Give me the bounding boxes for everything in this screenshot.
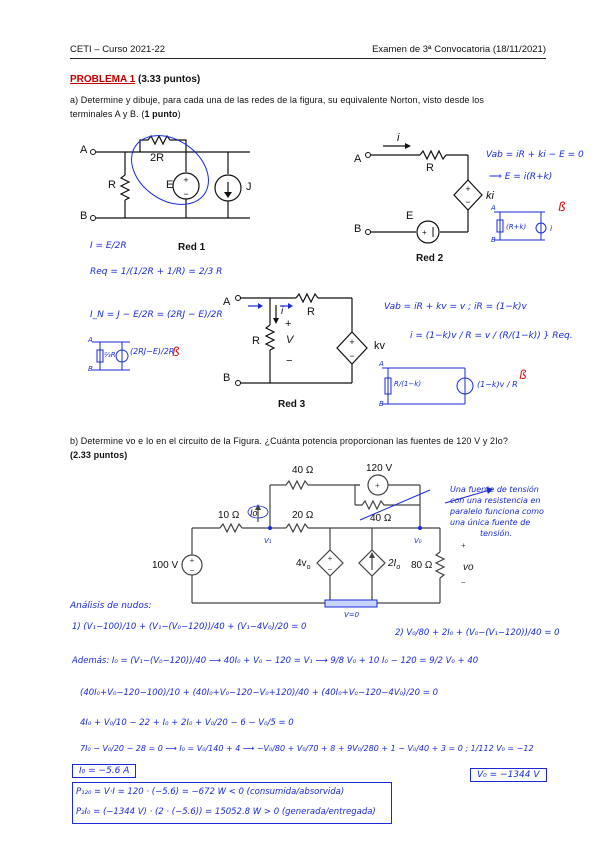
red1-label-2r: 2R bbox=[150, 152, 165, 164]
circuit-b-dep-4vo: 4vo bbox=[296, 558, 311, 571]
part-a-line1: a) Determine y dibuje, para cada una de … bbox=[70, 95, 484, 105]
red3-terminal-a: A bbox=[223, 296, 231, 308]
result-vo: V₀ = −1344 V bbox=[470, 768, 547, 782]
red3-hw-2: i = (1−k)v / R = v / (R/(1−k)) } Req. bbox=[410, 331, 573, 341]
svg-text:+: + bbox=[183, 175, 188, 185]
red1-label-r: R bbox=[108, 179, 116, 191]
svg-text:−: − bbox=[328, 565, 333, 574]
red1-label-e: E bbox=[166, 179, 174, 191]
ground-label: V=0 bbox=[344, 611, 360, 619]
part-b-text: b) Determine vo e Io en el circuito de l… bbox=[70, 434, 550, 462]
part-a-text: a) Determine y dibuje, para cada una de … bbox=[70, 93, 550, 121]
node-eq-1: 1) (V₁−100)/10 + (V₁−(V₀−120))/40 + (V₁−… bbox=[72, 622, 307, 632]
circuit-b-v120: 120 V bbox=[366, 463, 393, 474]
svg-text:−: − bbox=[349, 351, 354, 361]
node-v0-label: V₀ bbox=[414, 537, 422, 545]
red2-terminal-a: A bbox=[354, 153, 362, 165]
red1-norton-i: (2RJ−E)/2R bbox=[130, 347, 175, 356]
svg-text:−: − bbox=[190, 566, 195, 575]
svg-text:+: + bbox=[422, 228, 427, 237]
red2-terminal-b: B bbox=[354, 223, 362, 235]
red3-label-r1: R bbox=[307, 306, 315, 318]
red1-label-j: J bbox=[246, 181, 252, 193]
red2-norton-r: (R+k) bbox=[506, 223, 527, 231]
node-eq-4: 4I₀ + V₀/10 − 22 + I₀ + 2I₀ + V₀/20 − 6 … bbox=[80, 718, 294, 728]
red3-caption: Red 3 bbox=[278, 399, 306, 410]
part-a-line2: terminales A y B. (1 punto) bbox=[70, 109, 181, 119]
node-eq-5: 7I₀ − V₀/20 − 28 = 0 ⟶ I₀ = V₀/140 + 4 ⟶… bbox=[80, 744, 534, 753]
header-divider bbox=[70, 58, 546, 59]
node-ademas: Además: I₀ = (V₁−(V₀−120))/40 ⟶ 40I₀ + V… bbox=[72, 656, 479, 666]
red3-label-i: i bbox=[281, 306, 284, 317]
circuit-b-v100: 100 V bbox=[152, 560, 179, 571]
red2-label-ki: ki bbox=[486, 190, 494, 202]
red2-norton-i: i bbox=[550, 224, 553, 233]
circuit-b-io: Io bbox=[250, 508, 258, 518]
red2-hw-2: ⟹ E = i(R+k) bbox=[489, 172, 553, 182]
red1-hw-3: I_N = J − E/2R = (2RJ − E)/2R bbox=[90, 310, 223, 320]
header-left: CETI – Curso 2021-22 bbox=[70, 44, 166, 55]
red1-terminal-a: A bbox=[80, 144, 88, 156]
svg-text:+: + bbox=[349, 337, 354, 347]
node-eq-2: 2) V₀/80 + 2I₀ + (V₀−(V₁−120))/40 = 0 bbox=[395, 628, 560, 638]
red1-hw-1: I = E/2R bbox=[90, 241, 127, 251]
svg-text:−: − bbox=[465, 197, 470, 207]
red1-caption: Red 1 bbox=[178, 242, 206, 253]
svg-text:+: + bbox=[465, 184, 470, 194]
svg-text:+: + bbox=[328, 554, 333, 563]
red3-hw-1: Vab = iR + kv = v ; iR = (1−k)v bbox=[384, 302, 527, 312]
node-v1-label: V₁ bbox=[264, 537, 272, 545]
red2-label-r: R bbox=[426, 162, 434, 174]
problem-points: (3.33 puntos) bbox=[137, 74, 201, 85]
red1-terminal-b: B bbox=[80, 210, 88, 222]
svg-text:+: + bbox=[190, 556, 195, 565]
red1-hw-2: Req = 1/(1/2R + 1/R) = 2/3 R bbox=[90, 267, 223, 277]
circuit-b-vo: vo bbox=[463, 562, 474, 573]
result-io: I₀ = −5.6 A bbox=[72, 764, 137, 778]
part-b-points: (2.33 puntos) bbox=[70, 450, 128, 460]
power-results-box bbox=[72, 782, 392, 824]
circuit-b-r80: 80 Ω bbox=[411, 560, 433, 571]
red2-hw-1: Vab = iR + ki − E = 0 bbox=[486, 150, 584, 160]
svg-text:−: − bbox=[461, 578, 466, 587]
power-120v: P₁₂₀ = V·I = 120 · (−5.6) = −672 W < 0 (… bbox=[76, 787, 345, 797]
red2-caption: Red 2 bbox=[416, 253, 444, 264]
red3-norton-r: R/(1−k) bbox=[394, 380, 422, 388]
red3-label-v: V bbox=[286, 334, 294, 346]
circuit-b-r40-top: 40 Ω bbox=[292, 465, 314, 476]
circuit-b-dep-2io: 2Io bbox=[388, 558, 401, 571]
red2-label-e: E bbox=[406, 210, 414, 222]
node-eq-3: (40I₀+V₀−120−100)/10 + (40I₀+V₀−120−V₀+1… bbox=[80, 688, 438, 698]
red3-norton-i: (1−k)v / R bbox=[477, 380, 518, 389]
red3-plus: + bbox=[285, 318, 292, 330]
circuit-b-r20: 20 Ω bbox=[292, 510, 314, 521]
nodes-title: Análisis de nudos: bbox=[70, 601, 152, 611]
svg-text:+: + bbox=[461, 541, 466, 550]
red3-label-r2: R bbox=[252, 335, 260, 347]
side-note: Una fuente de tensión con una resistenci… bbox=[450, 485, 544, 538]
red1-current-arrow bbox=[224, 192, 232, 198]
circuit-b-r40-mid: 40 Ω bbox=[370, 513, 392, 524]
power-2io: P₂I₀ = (−1344 V) · (2 · (−5.6)) = 15052.… bbox=[76, 807, 376, 817]
red3-minus: − bbox=[286, 355, 293, 367]
problem-title: PROBLEMA 1 (3.33 puntos) bbox=[70, 74, 200, 85]
header-right: Examen de 3ª Convocatoria (18/11/2021) bbox=[372, 44, 546, 55]
red2-label-i: i bbox=[397, 132, 400, 144]
svg-text:+: + bbox=[375, 481, 380, 490]
svg-text:−: − bbox=[183, 189, 188, 199]
red3-label-kv: kv bbox=[374, 340, 385, 352]
circuit-b-r10: 10 Ω bbox=[218, 510, 240, 521]
red3-terminal-b: B bbox=[223, 372, 231, 384]
part-b-line1: b) Determine vo e Io en el circuito de l… bbox=[70, 436, 508, 446]
red1-norton-r: ⅔R bbox=[104, 351, 116, 359]
problem-label: PROBLEMA 1 bbox=[70, 74, 136, 85]
